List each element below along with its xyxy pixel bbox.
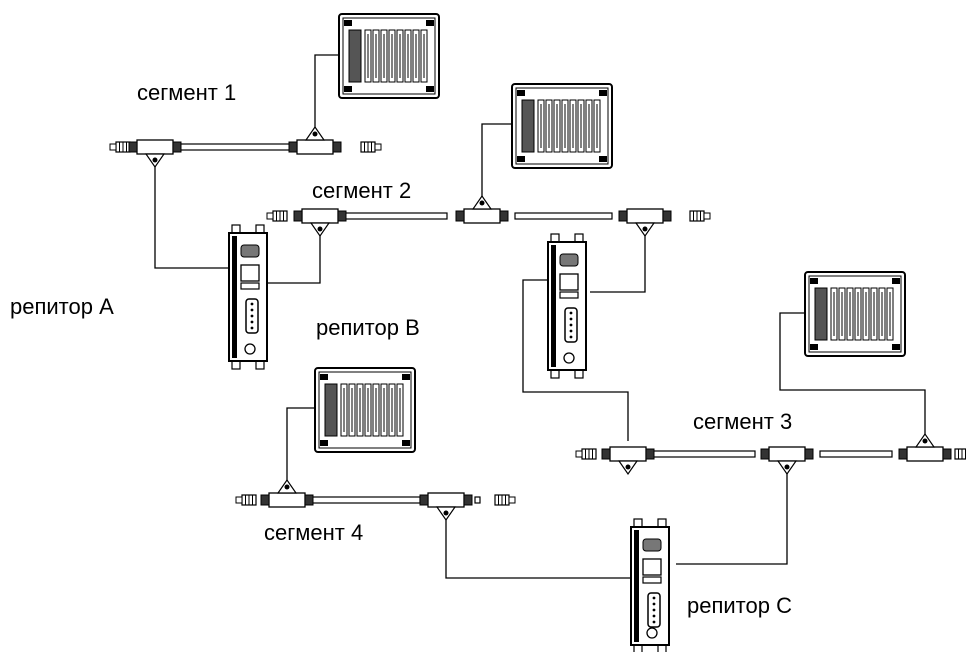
repeater-module	[547, 233, 587, 379]
drop-wire	[779, 312, 926, 441]
segment-2-label: сегмент 2	[312, 178, 412, 203]
plc-rack	[338, 13, 440, 99]
drop-wire	[676, 467, 788, 565]
segment-3-label: сегмент 3	[693, 409, 793, 434]
tap-connector	[288, 125, 342, 155]
plc-rack	[314, 367, 416, 453]
cable-plug	[494, 494, 516, 506]
trunk-cable	[649, 450, 756, 458]
trunk-cable	[169, 143, 298, 151]
connection-wires	[154, 54, 926, 579]
repeater-b-label: репитор В	[316, 315, 420, 340]
repeater-modules	[228, 224, 670, 652]
cable-plug	[954, 448, 966, 460]
trunk-cable	[514, 212, 613, 220]
plc-racks	[314, 13, 906, 453]
cable-plug	[575, 448, 597, 460]
drop-wire	[286, 407, 320, 487]
trunk-cable	[339, 212, 448, 220]
tap-connector	[455, 194, 509, 224]
segment-1-label: сегмент 1	[137, 80, 237, 105]
tap-connector	[293, 208, 347, 238]
plc-rack	[511, 83, 613, 169]
trunk-cable	[819, 450, 893, 458]
tap-connector	[618, 208, 672, 238]
cable-plug	[360, 141, 382, 153]
drop-wire	[314, 54, 343, 134]
repeater-module	[228, 224, 268, 370]
repeater-c-label: репитор С	[687, 593, 792, 618]
drop-wire	[445, 513, 634, 579]
repeater-a-label: репитор А	[10, 294, 114, 319]
tap-connector	[419, 492, 473, 522]
drop-wire	[590, 229, 646, 293]
tap-connector	[601, 446, 655, 476]
cable-plug	[235, 494, 257, 506]
drop-wire	[522, 279, 629, 441]
drop-wire	[262, 229, 321, 284]
segment-4-label: сегмент 4	[264, 520, 364, 545]
tap-connector	[760, 446, 814, 476]
tap-connector	[128, 139, 182, 169]
plc-rack	[804, 271, 906, 357]
drop-wire	[481, 123, 517, 203]
cable-plug	[266, 210, 288, 222]
tap-connectors	[128, 125, 952, 522]
trunk-cable	[309, 496, 421, 504]
repeater-module	[630, 518, 670, 652]
cable-plug	[689, 210, 711, 222]
drop-wire	[154, 160, 232, 269]
tap-connector	[260, 478, 314, 508]
cable-plug	[109, 141, 131, 153]
tap-connector	[898, 432, 952, 462]
trunk-cable	[474, 496, 481, 504]
